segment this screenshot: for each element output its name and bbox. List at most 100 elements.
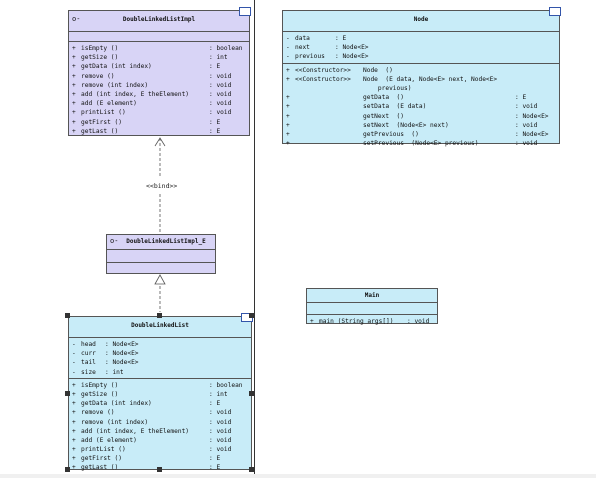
- operation-row: +<<Constructor>>Node (): [283, 66, 559, 75]
- method-name: printList (): [81, 109, 126, 117]
- method-name: add (int index, E theElement): [81, 90, 190, 98]
- operation-name: getPrevious (): [363, 130, 419, 138]
- selection-handle[interactable]: [157, 313, 162, 318]
- operation-name: getData (): [363, 94, 404, 102]
- operation-row: +getData (): E: [283, 93, 559, 102]
- operation-row: +<<Constructor>>Node (E data, Node<E> ne…: [283, 75, 559, 84]
- visibility: +: [286, 121, 290, 129]
- operation-type: : void: [515, 121, 538, 129]
- visibility: +: [72, 446, 76, 454]
- operation-row: + main (String args[]) : void: [307, 317, 437, 326]
- visibility: -: [286, 35, 290, 42]
- method-name: getData (int index): [81, 400, 152, 408]
- method-type: : void: [209, 436, 232, 444]
- operation-type: : void: [515, 140, 538, 148]
- class-node[interactable]: Node -data: E-next: Node<E>-previous: No…: [282, 7, 561, 147]
- class-doublelinkedlist[interactable]: DoubleLinkedList -head: Node<E>-curr: No…: [68, 313, 253, 471]
- bind-label: <<bind>>: [146, 182, 178, 190]
- method-row: +getLast (): E: [69, 127, 249, 136]
- visibility: +: [72, 381, 76, 389]
- visibility: +: [72, 109, 76, 117]
- method-row: + add (E element) : void: [69, 99, 249, 108]
- selection-handle[interactable]: [65, 313, 70, 318]
- operation-type: : void: [407, 318, 430, 325]
- method-type: : E: [209, 63, 221, 71]
- method-type: : void: [209, 418, 232, 426]
- method-type: : int: [209, 390, 228, 398]
- attribute-type: : E: [335, 35, 347, 42]
- method-type: : E: [209, 118, 221, 126]
- method-type: : void: [209, 446, 232, 454]
- method-row: + isEmpty () : boolean: [69, 381, 251, 390]
- operation-name: Node (E data, Node<E> next, Node<E>: [363, 75, 498, 83]
- stereotype: <<Constructor>>: [295, 66, 351, 74]
- method-name: getFirst (): [81, 455, 122, 463]
- method-name: isEmpty (): [81, 381, 119, 389]
- method-row: +remove (): void: [69, 408, 251, 417]
- selection-handle[interactable]: [249, 391, 254, 396]
- attribute-type: : int: [105, 368, 124, 376]
- canvas-bottom-edge: [0, 474, 596, 478]
- attribute-row: -data: E: [283, 34, 559, 43]
- operation-name: getNext (): [363, 112, 404, 120]
- class-icon: [239, 7, 251, 16]
- class-title: Main: [364, 292, 380, 299]
- selection-handle[interactable]: [157, 467, 162, 472]
- visibility: +: [72, 436, 76, 444]
- method-row: +getSize (): int: [69, 53, 249, 62]
- attribute-name: tail: [81, 359, 96, 367]
- visibility: +: [72, 72, 76, 80]
- visibility: +: [72, 127, 76, 135]
- operation-type: : Node<E>: [515, 130, 549, 138]
- selection-handle[interactable]: [249, 313, 254, 318]
- operation-row: previous): [283, 84, 559, 93]
- visibility: +: [72, 390, 76, 398]
- class-title: Node: [413, 16, 429, 23]
- operation-name: main (String args[]): [319, 318, 394, 325]
- visibility: +: [72, 418, 76, 426]
- method-type: : void: [209, 427, 232, 435]
- method-row: + getData (int index) : E: [69, 62, 249, 71]
- method-name: getData (int index): [81, 63, 152, 71]
- attribute-type: : Node<E>: [335, 53, 369, 61]
- method-row: +remove (int index): void: [69, 418, 251, 427]
- method-type: : void: [209, 409, 232, 417]
- attribute-name: head: [81, 341, 96, 348]
- visibility: +: [72, 63, 76, 71]
- method-row: +getFirst (): E: [69, 118, 249, 127]
- operation-name: setPrevious (Node<E> previous): [363, 140, 479, 148]
- class-main[interactable]: Main + main (String args[]) : void: [306, 288, 438, 326]
- selection-handle[interactable]: [65, 391, 70, 396]
- method-type: : boolean: [209, 381, 243, 389]
- visibility: +: [286, 75, 290, 83]
- attribute-row: -next: Node<E>: [283, 43, 559, 52]
- visibility: +: [72, 90, 76, 98]
- class-doublelinkedlistimpl[interactable]: o- DoubleLinkedListImpl +isEmpty (): boo…: [68, 7, 251, 136]
- class-doublelinkedlistimpl-e[interactable]: o- DoubleLinkedListImpl_E: [106, 234, 216, 274]
- operation-row: +setData (E data): void: [283, 102, 559, 111]
- operation-name: Node (): [363, 66, 393, 74]
- visibility-icon: o-: [72, 15, 81, 23]
- method-row: +getFirst (): E: [69, 454, 251, 463]
- visibility: +: [286, 130, 290, 138]
- method-type: : void: [209, 72, 232, 80]
- visibility: +: [310, 318, 314, 325]
- method-type: : void: [209, 100, 232, 108]
- method-row: +printList (): void: [69, 108, 249, 117]
- visibility: +: [72, 54, 76, 62]
- method-name: add (E element): [81, 100, 137, 108]
- method-type: : E: [209, 127, 221, 135]
- visibility: +: [72, 100, 76, 108]
- method-name: isEmpty (): [81, 45, 119, 52]
- attribute-name: curr: [81, 350, 96, 358]
- method-name: remove (): [81, 409, 115, 417]
- operation-type: : E: [515, 94, 527, 102]
- attribute-name: next: [295, 44, 310, 52]
- selection-handle[interactable]: [65, 467, 70, 472]
- visibility: +: [286, 103, 290, 111]
- method-type: : void: [209, 90, 232, 98]
- visibility: +: [72, 400, 76, 408]
- selection-handle[interactable]: [249, 467, 254, 472]
- visibility: +: [72, 118, 76, 126]
